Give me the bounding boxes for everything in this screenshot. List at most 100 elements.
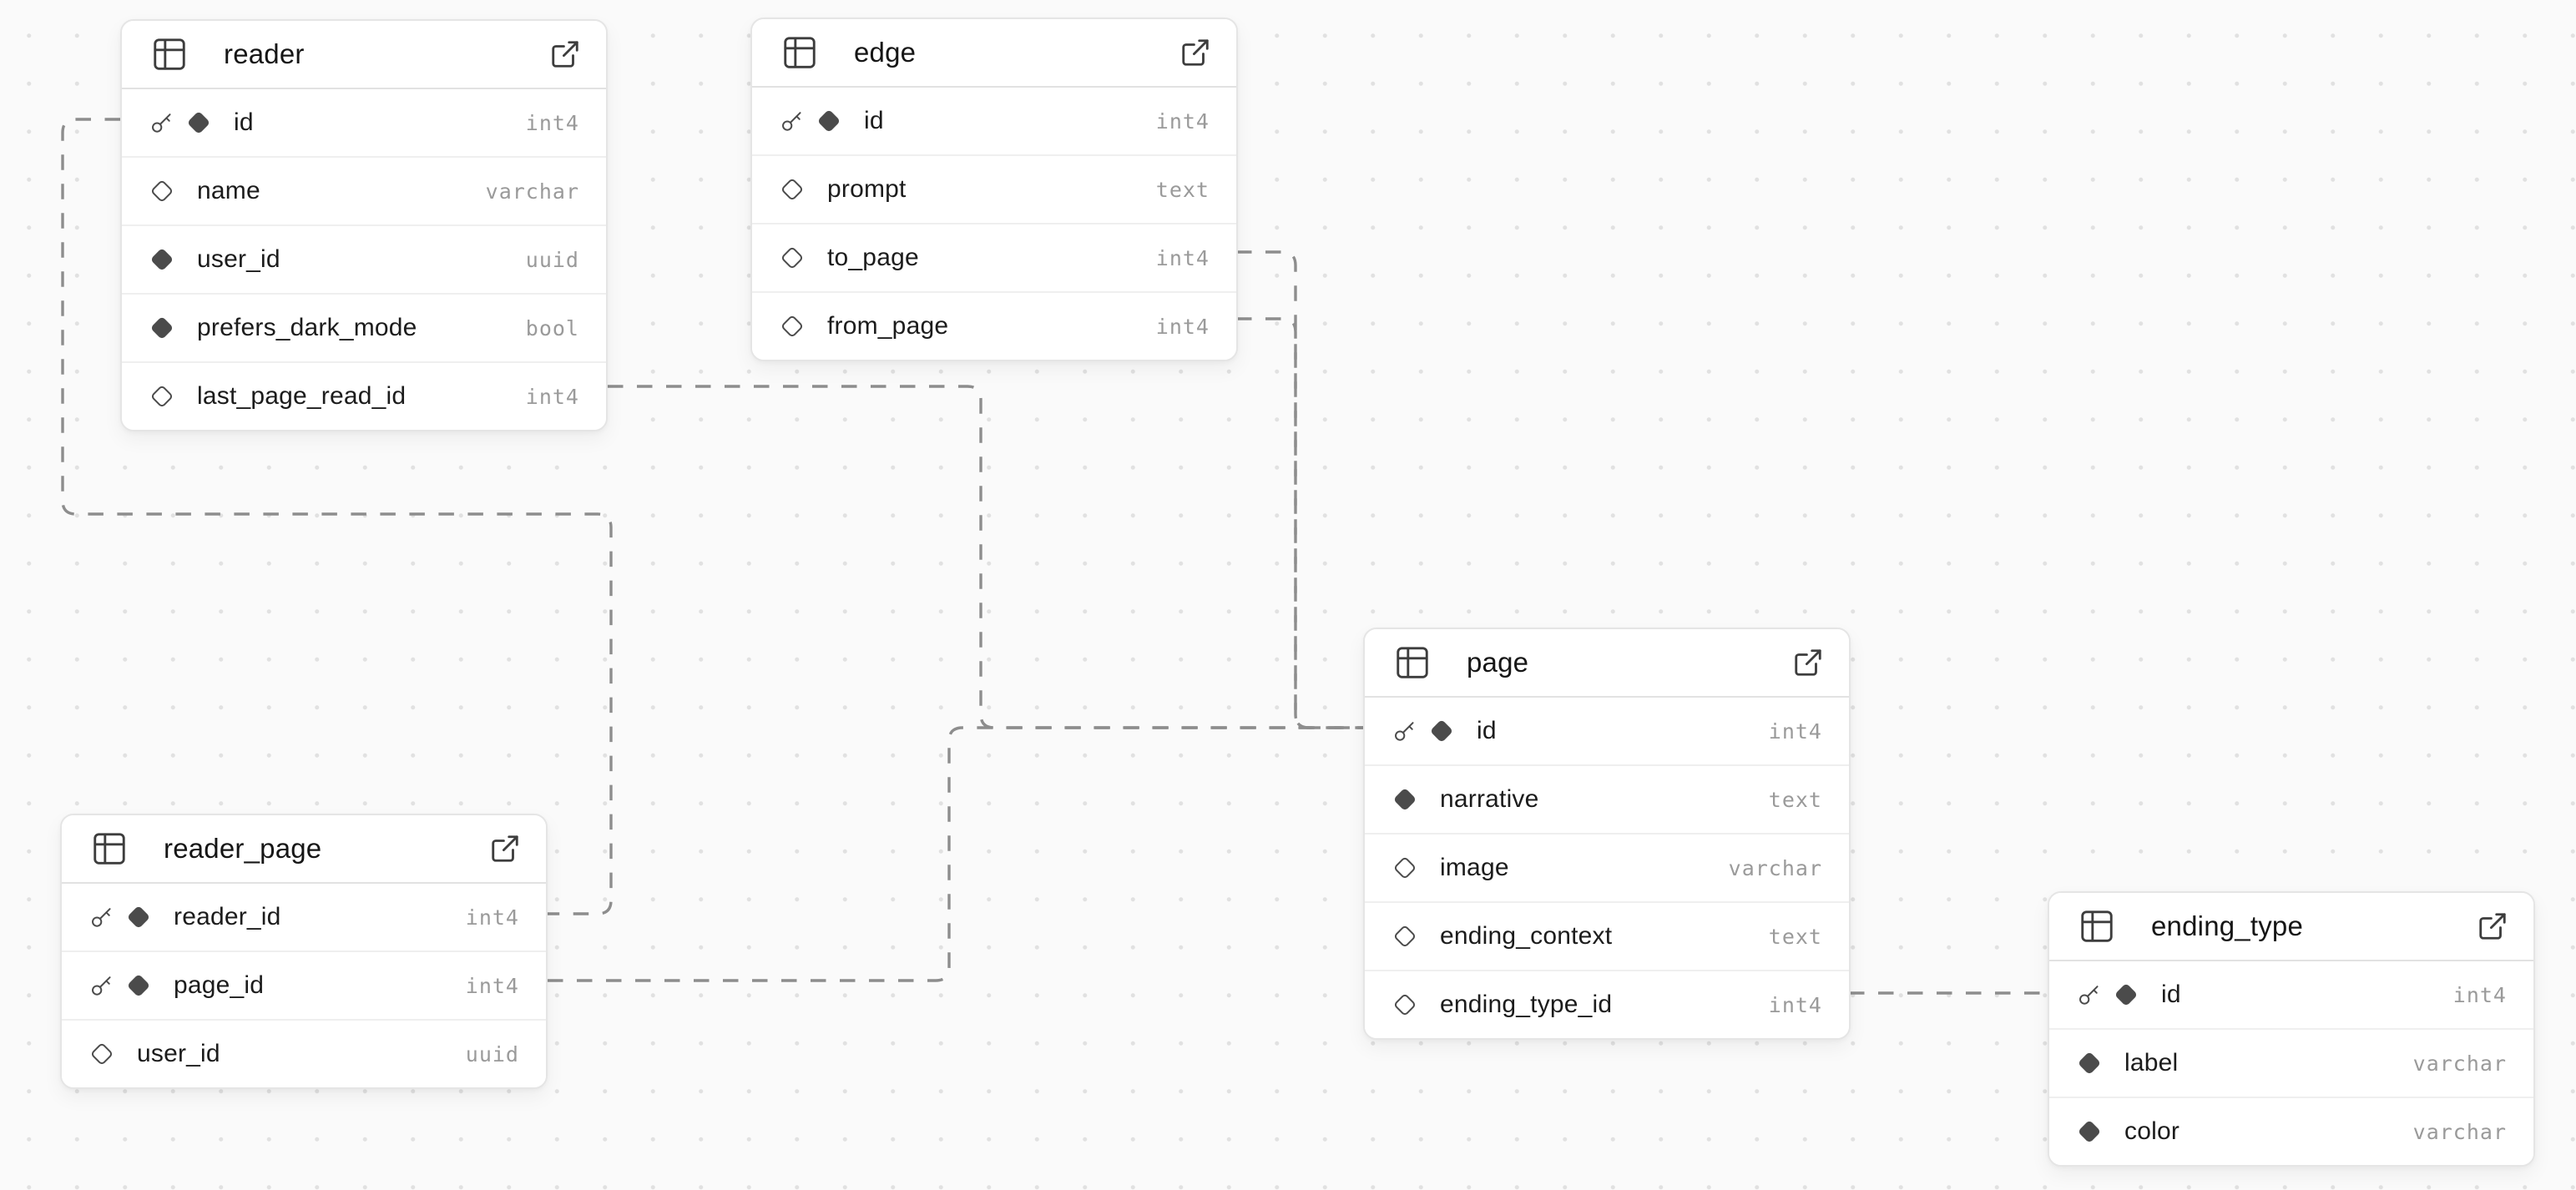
column-type: bool: [525, 315, 579, 340]
column-name: id: [1477, 717, 1497, 744]
column-type: int4: [1768, 992, 1822, 1017]
column-name: from_page: [827, 312, 949, 340]
column-row-from_page: from_page int4: [752, 293, 1236, 360]
nullable-diamond-icon: [1392, 992, 1417, 1017]
external-link-button[interactable]: [489, 833, 521, 865]
primary-key-icon: [150, 111, 174, 134]
column-row-reader_id: reader_id int4: [62, 884, 546, 952]
external-link-button[interactable]: [549, 38, 581, 70]
table-icon: [1393, 643, 1432, 682]
column-row-narrative: narrative text: [1365, 766, 1849, 835]
primary-key-icon: [1393, 719, 1417, 743]
external-link-button[interactable]: [2477, 910, 2508, 942]
column-name: image: [1440, 854, 1509, 881]
column-type: int4: [1768, 719, 1822, 744]
nullable-diamond-icon: [1392, 924, 1417, 949]
primary-key-icon: [780, 109, 804, 133]
column-name: prompt: [827, 175, 907, 203]
table-header[interactable]: reader: [122, 21, 606, 89]
table-card-page[interactable]: page id int4 narrative text image varcha…: [1363, 628, 1851, 1040]
column-type: varchar: [2412, 1119, 2507, 1144]
external-link-button[interactable]: [1179, 37, 1211, 68]
column-name: to_page: [827, 244, 919, 271]
table-header[interactable]: reader_page: [62, 815, 546, 884]
column-row-ending_context: ending_context text: [1365, 903, 1849, 971]
column-name: ending_type_id: [1440, 991, 1613, 1018]
not-null-diamond-icon: [149, 247, 174, 272]
table-title: page: [1467, 647, 1529, 678]
column-row-id: id int4: [1365, 698, 1849, 766]
column-name: user_id: [197, 245, 280, 273]
column-row-id: id int4: [122, 89, 606, 158]
table-header[interactable]: edge: [752, 19, 1236, 88]
table-title: ending_type: [2151, 910, 2304, 941]
not-null-diamond-icon: [2077, 1119, 2102, 1144]
table-card-edge[interactable]: edge id int4 prompt text to_page int4 fr…: [750, 18, 1238, 361]
nullable-diamond-icon: [780, 177, 805, 202]
column-name: id: [234, 108, 254, 136]
column-type: text: [1155, 177, 1210, 202]
not-null-diamond-icon: [816, 108, 841, 134]
column-row-id: id int4: [752, 88, 1236, 156]
table-card-reader[interactable]: reader id int4 name varchar user_id uuid…: [120, 19, 608, 431]
column-name: reader_id: [174, 903, 281, 930]
relationship-line-reader_page-reader: [61, 118, 613, 915]
column-name: color: [2124, 1117, 2180, 1145]
table-icon: [780, 33, 819, 72]
column-type: text: [1768, 924, 1822, 949]
column-type: varchar: [2412, 1051, 2507, 1076]
column-name: narrative: [1440, 785, 1539, 813]
column-row-last_page_read_id: last_page_read_id int4: [122, 363, 606, 430]
table-icon: [2078, 907, 2116, 945]
external-link-button[interactable]: [1792, 647, 1824, 678]
column-name: last_page_read_id: [197, 382, 407, 410]
column-type: int4: [1155, 108, 1210, 134]
nullable-diamond-icon: [780, 245, 805, 270]
not-null-diamond-icon: [1392, 787, 1417, 812]
column-row-image: image varchar: [1365, 835, 1849, 903]
column-row-label: label varchar: [2049, 1030, 2533, 1098]
nullable-diamond-icon: [149, 384, 174, 409]
column-name: id: [864, 107, 884, 134]
column-name: page_id: [174, 971, 265, 999]
nullable-diamond-icon: [89, 1041, 114, 1066]
not-null-diamond-icon: [126, 905, 151, 930]
not-null-diamond-icon: [186, 110, 211, 135]
column-type: int4: [525, 384, 579, 409]
table-header[interactable]: ending_type: [2049, 893, 2533, 961]
relationship-line-edge-from_page-page: [1236, 317, 1363, 729]
table-title: edge: [854, 37, 917, 68]
column-type: int4: [465, 905, 519, 930]
column-type: uuid: [525, 247, 579, 272]
table-card-reader_page[interactable]: reader_page reader_id int4 page_id int4 …: [60, 814, 548, 1089]
column-type: int4: [1155, 245, 1210, 270]
column-type: int4: [1155, 314, 1210, 339]
primary-key-icon: [90, 905, 114, 929]
not-null-diamond-icon: [126, 973, 151, 998]
relationship-line-edge-to_page-page: [1236, 250, 1363, 729]
column-type: int4: [465, 973, 519, 998]
column-name: name: [197, 177, 260, 204]
column-type: text: [1768, 787, 1822, 812]
column-row-color: color varchar: [2049, 1098, 2533, 1165]
table-title: reader_page: [164, 833, 322, 864]
column-name: label: [2124, 1049, 2179, 1077]
column-name: prefers_dark_mode: [197, 314, 417, 341]
column-name: user_id: [137, 1040, 220, 1067]
column-row-prompt: prompt text: [752, 156, 1236, 224]
table-card-ending_type[interactable]: ending_type id int4 label varchar color …: [2048, 891, 2535, 1167]
column-type: int4: [525, 110, 579, 135]
column-row-to_page: to_page int4: [752, 224, 1236, 293]
column-row-user_id: user_id uuid: [122, 226, 606, 295]
column-row-ending_type_id: ending_type_id int4: [1365, 971, 1849, 1038]
not-null-diamond-icon: [1429, 719, 1454, 744]
nullable-diamond-icon: [780, 314, 805, 339]
relationship-line-reader-page: [608, 385, 1363, 729]
table-header[interactable]: page: [1365, 629, 1849, 698]
column-type: uuid: [465, 1041, 519, 1066]
column-name: id: [2161, 981, 2181, 1008]
table-icon: [150, 35, 189, 73]
not-null-diamond-icon: [149, 315, 174, 340]
